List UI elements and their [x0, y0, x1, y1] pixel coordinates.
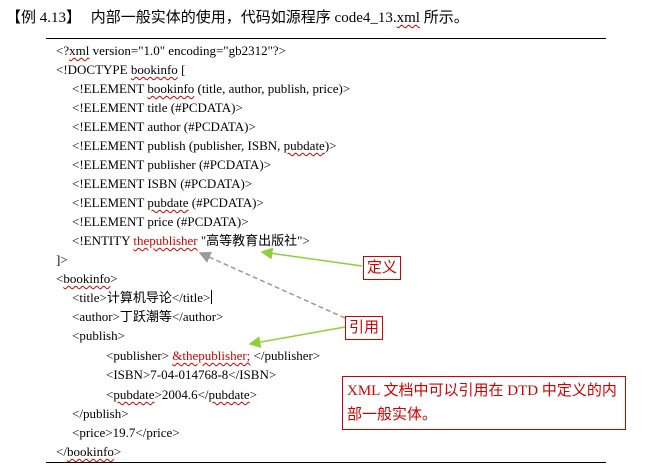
code-line-1: <?xml version="1.0" encoding="gb2312"?>	[56, 43, 287, 58]
entity-reference: &thepublisher;	[172, 348, 251, 363]
bottom-rule	[46, 462, 606, 463]
code-line-8: <!ELEMENT ISBN (#PCDATA)>	[72, 176, 253, 191]
example-number: 例 4.13	[21, 10, 67, 26]
reference-callout: 引用	[345, 316, 384, 340]
code-line-13: <bookinfo>	[56, 271, 118, 286]
code-line-2: <!DOCTYPE bookinfo [	[56, 62, 186, 77]
code-line-18: <ISBN>7-04-014768-8</ISBN>	[106, 367, 277, 382]
reference-to-definition-dashed-arrow	[198, 251, 346, 319]
code-line-14: <title>计算机导论</title>	[72, 290, 213, 305]
code-line-6: <!ELEMENT publish (publisher, ISBN, pubd…	[72, 138, 337, 153]
example-heading: 【例 4.13】 内部一般实体的使用，代码如源程序 code4_13.xml 所…	[6, 6, 469, 27]
code-line-7: <!ELEMENT publisher (#PCDATA)>	[72, 157, 271, 172]
code-line-16: <publish>	[72, 328, 125, 343]
code-line-10: <!ELEMENT price (#PCDATA)>	[72, 214, 249, 229]
code-line-11: <!ENTITY thepublisher "高等教育出版社">	[72, 233, 310, 248]
entity-name-definition: thepublisher	[133, 233, 198, 248]
reference-arrow	[248, 326, 346, 349]
code-line-4: <!ELEMENT title (#PCDATA)>	[72, 100, 243, 115]
code-line-17: <publisher> &thepublisher; </publisher>	[106, 348, 321, 363]
explanation-note: XML 文档中可以引用在 DTD 中定义的内部一般实体。	[342, 376, 626, 430]
code-line-9: <!ELEMENT pubdate (#PCDATA)>	[72, 195, 264, 210]
code-line-5: <!ELEMENT author (#PCDATA)>	[72, 119, 256, 134]
define-arrow	[260, 247, 363, 267]
code-line-22: </bookinfo>	[56, 444, 122, 459]
bracket-open: 【	[6, 10, 22, 26]
example-description: 内部一般实体的使用，代码如源程序 code4_13.xml 所示。	[90, 10, 469, 26]
bracket-close: 】	[66, 10, 82, 26]
code-line-20: </publish>	[72, 406, 129, 421]
code-line-19: <pubdate>2004.6</pubdate>	[106, 387, 258, 402]
code-line-12: ]>	[56, 252, 68, 267]
top-rule	[46, 38, 606, 39]
code-line-15: <author>丁跃潮等</author>	[72, 309, 224, 324]
text-cursor	[211, 290, 213, 304]
define-callout: 定义	[363, 256, 402, 280]
code-line-3: <!ELEMENT bookinfo (title, author, publi…	[72, 81, 351, 96]
code-line-21: <price>19.7</price>	[72, 425, 180, 440]
